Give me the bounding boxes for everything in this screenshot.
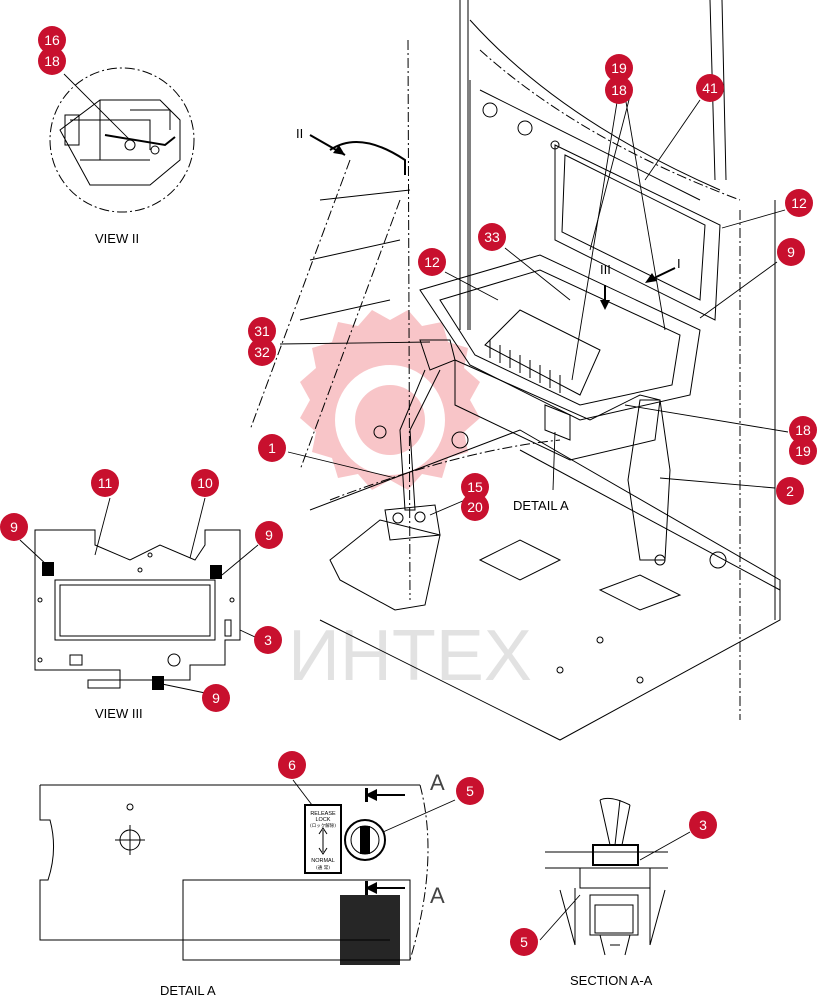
callout-19: 19	[789, 437, 817, 465]
svg-text:33: 33	[484, 229, 500, 245]
callout-31: 31	[248, 317, 276, 345]
callout-3: 3	[689, 811, 717, 839]
svg-text:31: 31	[254, 323, 270, 339]
svg-text:41: 41	[702, 80, 718, 96]
callout-41: 41	[696, 74, 724, 102]
watermark-gear-icon	[300, 310, 480, 490]
arrow-i-label: I	[677, 256, 681, 271]
callout-1: 1	[258, 434, 286, 462]
svg-text:9: 9	[10, 519, 18, 535]
svg-text:19: 19	[611, 60, 627, 76]
svg-text:12: 12	[791, 195, 807, 211]
svg-text:3: 3	[699, 817, 707, 833]
callout-32: 32	[248, 338, 276, 366]
callout-9: 9	[202, 684, 230, 712]
svg-text:1: 1	[268, 440, 276, 456]
section-aa-label: SECTION A-A	[570, 973, 653, 988]
callout-9: 9	[0, 513, 28, 541]
svg-text:20: 20	[467, 499, 483, 515]
arrow-iii-label: III	[600, 262, 611, 277]
svg-text:18: 18	[44, 53, 60, 69]
svg-text:18: 18	[795, 422, 811, 438]
callout-18: 18	[605, 76, 633, 104]
svg-text:9: 9	[787, 244, 795, 260]
callout-20: 20	[461, 493, 489, 521]
callout-6: 6	[278, 751, 306, 779]
svg-text:16: 16	[44, 32, 60, 48]
callout-9: 9	[255, 521, 283, 549]
svg-text:15: 15	[467, 479, 483, 495]
svg-text:12: 12	[424, 254, 440, 270]
main-assembly	[249, 0, 781, 741]
section-aa-detail	[539, 797, 691, 956]
svg-text:6: 6	[288, 757, 296, 773]
detail-a-bottom	[39, 779, 456, 965]
release-lock-plate: RELEASE LOCK (ロック解除) NORMAL (通 常)	[310, 811, 336, 871]
callout-9: 9	[777, 238, 805, 266]
svg-text:3: 3	[264, 632, 272, 648]
watermark-text: ИНТЕХ	[288, 616, 532, 696]
section-mark-bottom: A	[430, 883, 445, 908]
callout-19: 19	[605, 54, 633, 82]
callout-12: 12	[785, 189, 813, 217]
callout-15: 15	[461, 473, 489, 501]
plate-normal-jp: (通 常)	[316, 864, 330, 871]
callout-18: 18	[789, 416, 817, 444]
detail-a-main-label: DETAIL A	[513, 498, 569, 513]
plate-release: RELEASE	[310, 811, 336, 817]
callout-11: 11	[91, 469, 119, 497]
svg-text:5: 5	[520, 934, 528, 950]
callout-3: 3	[254, 626, 282, 654]
callout-12: 12	[418, 248, 446, 276]
callout-2: 2	[776, 477, 804, 505]
plate-normal: NORMAL	[311, 858, 335, 864]
callout-33: 33	[478, 223, 506, 251]
svg-text:11: 11	[98, 475, 113, 491]
plate-lock-jp: (ロック解除)	[310, 822, 336, 829]
arrow-ii-label: II	[296, 126, 303, 141]
plate-lock: LOCK	[316, 817, 331, 823]
detail-a-bottom-label: DETAIL A	[160, 983, 216, 998]
watermark: ИНТЕХ	[288, 310, 532, 696]
svg-text:18: 18	[611, 82, 627, 98]
svg-text:19: 19	[795, 443, 811, 459]
svg-text:2: 2	[786, 483, 794, 499]
svg-text:32: 32	[254, 344, 270, 360]
view-iii-label: VIEW III	[95, 706, 143, 721]
svg-text:5: 5	[466, 783, 474, 799]
svg-text:9: 9	[265, 527, 273, 543]
view-ii-label: VIEW II	[95, 231, 139, 246]
view-ii-detail	[49, 67, 195, 213]
section-mark-top: A	[430, 770, 445, 795]
leader-lines	[279, 95, 789, 516]
view-iii-detail	[19, 497, 259, 695]
callout-18: 18	[38, 47, 66, 75]
callout-10: 10	[191, 469, 219, 497]
svg-text:10: 10	[197, 475, 213, 491]
callout-5: 5	[456, 777, 484, 805]
svg-text:9: 9	[212, 690, 220, 706]
callout-5: 5	[510, 928, 538, 956]
callout-16: 16	[38, 26, 66, 54]
